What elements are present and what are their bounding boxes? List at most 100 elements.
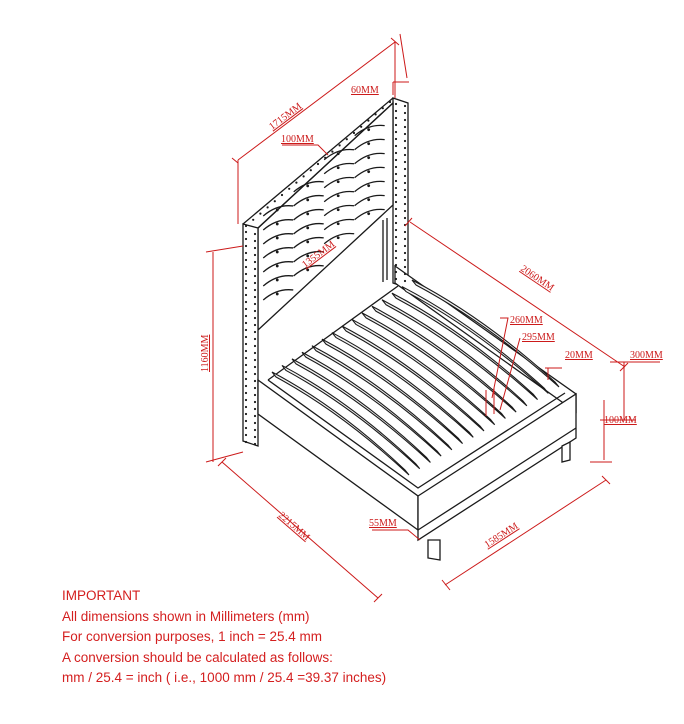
- nailhead: [403, 209, 407, 213]
- nailhead: [253, 421, 257, 425]
- tuft-seam: [262, 247, 294, 259]
- slat: [361, 312, 506, 419]
- tuft-seam: [323, 204, 355, 217]
- conversion-note: IMPORTANT All dimensions shown in Millim…: [62, 586, 386, 689]
- nailhead: [253, 274, 257, 278]
- nailhead-trim: [244, 100, 407, 446]
- note-line-1: All dimensions shown in Millimeters (mm): [62, 608, 310, 624]
- left-wing-post: [242, 223, 259, 447]
- tuft-seam: [323, 162, 355, 175]
- nailhead: [403, 216, 407, 220]
- nailhead: [244, 244, 248, 248]
- nailhead: [316, 162, 320, 166]
- nailhead: [394, 235, 398, 239]
- nailhead: [253, 281, 257, 285]
- slat: [331, 332, 474, 438]
- nailhead: [394, 270, 398, 274]
- tuft-button: [336, 152, 340, 156]
- dim-side-height: 300MM: [630, 350, 663, 361]
- tuft-seam: [293, 236, 324, 249]
- nailhead: [403, 244, 407, 248]
- nailhead: [253, 323, 257, 327]
- note-line-3: A conversion should be calculated as fol…: [62, 649, 333, 665]
- nailhead: [244, 237, 248, 241]
- dim-total-height: 1160MM: [200, 334, 211, 372]
- nailhead: [244, 342, 248, 346]
- nailhead: [352, 131, 356, 135]
- dim-overall-length: 2215MM: [276, 510, 312, 543]
- nailhead: [253, 267, 257, 271]
- tuft-seam: [354, 208, 385, 221]
- dim-tuft-spacing: 100MM: [281, 134, 314, 145]
- side-leg: [561, 440, 571, 463]
- tuft-seam: [354, 180, 385, 193]
- tuft-button: [336, 222, 340, 226]
- nailhead: [394, 193, 398, 197]
- nailhead: [394, 242, 398, 246]
- nailhead: [244, 224, 248, 228]
- slat: [371, 305, 517, 413]
- nailhead: [381, 107, 384, 110]
- nailhead: [253, 330, 257, 334]
- nailhead: [309, 169, 312, 172]
- tuft-button: [367, 128, 371, 132]
- nailhead: [394, 123, 398, 127]
- tuft-button: [336, 208, 340, 212]
- nailhead: [244, 412, 248, 416]
- tuft-button: [306, 254, 310, 258]
- nailhead: [244, 279, 248, 283]
- tuft-button: [275, 236, 279, 240]
- slat: [291, 358, 431, 463]
- nailhead: [244, 251, 248, 255]
- slat: [341, 325, 485, 432]
- nailhead: [394, 130, 398, 134]
- dim-leg-height: 100MM: [604, 415, 637, 426]
- nailhead: [253, 393, 257, 397]
- nailhead: [253, 379, 257, 383]
- nailhead: [253, 386, 257, 390]
- tuft-button: [367, 170, 371, 174]
- tuft-seam: [262, 261, 294, 273]
- slat: [411, 279, 560, 388]
- headboard-panel: [257, 101, 394, 332]
- nailhead: [394, 151, 398, 155]
- nailhead: [253, 400, 257, 404]
- note-line-4: mm / 25.4 = inch ( i.e., 1000 mm / 25.4 …: [62, 670, 387, 685]
- dim-slat-width-a: 260MM: [510, 315, 543, 326]
- nailhead: [394, 228, 398, 232]
- nailhead: [324, 156, 327, 159]
- dim-rail-width: 55MM: [369, 518, 397, 529]
- nailhead: [403, 132, 407, 136]
- headboard-legs: [382, 218, 388, 282]
- slat: [391, 292, 539, 400]
- tuft-button: [367, 184, 371, 188]
- nailhead: [244, 391, 248, 395]
- nailhead: [253, 442, 257, 446]
- tuft-button: [306, 226, 310, 230]
- nailhead: [253, 295, 257, 299]
- tuft-button: [306, 212, 310, 216]
- nailhead: [244, 272, 248, 276]
- nailhead: [403, 111, 407, 115]
- nailhead: [244, 433, 248, 437]
- nailhead: [360, 125, 363, 128]
- tuft-seam: [354, 166, 385, 179]
- tuft-seam: [262, 275, 294, 287]
- tuft-seam: [323, 232, 355, 245]
- nailhead: [273, 200, 276, 203]
- slat: [271, 371, 410, 476]
- tuft-seam: [262, 289, 294, 301]
- tuft-button: [336, 236, 340, 240]
- nailhead: [403, 279, 407, 283]
- slat: [401, 286, 549, 394]
- tuft-seam: [293, 264, 324, 277]
- tuft-seam: [323, 190, 355, 203]
- tuft-seam: [323, 148, 355, 161]
- dim-headboard-width: 1715MM: [267, 101, 304, 133]
- nailhead: [403, 237, 407, 241]
- dim-slat-gap: 20MM: [565, 350, 593, 361]
- nailhead: [403, 202, 407, 206]
- tuft-seam: [354, 152, 385, 165]
- nailhead: [253, 337, 257, 341]
